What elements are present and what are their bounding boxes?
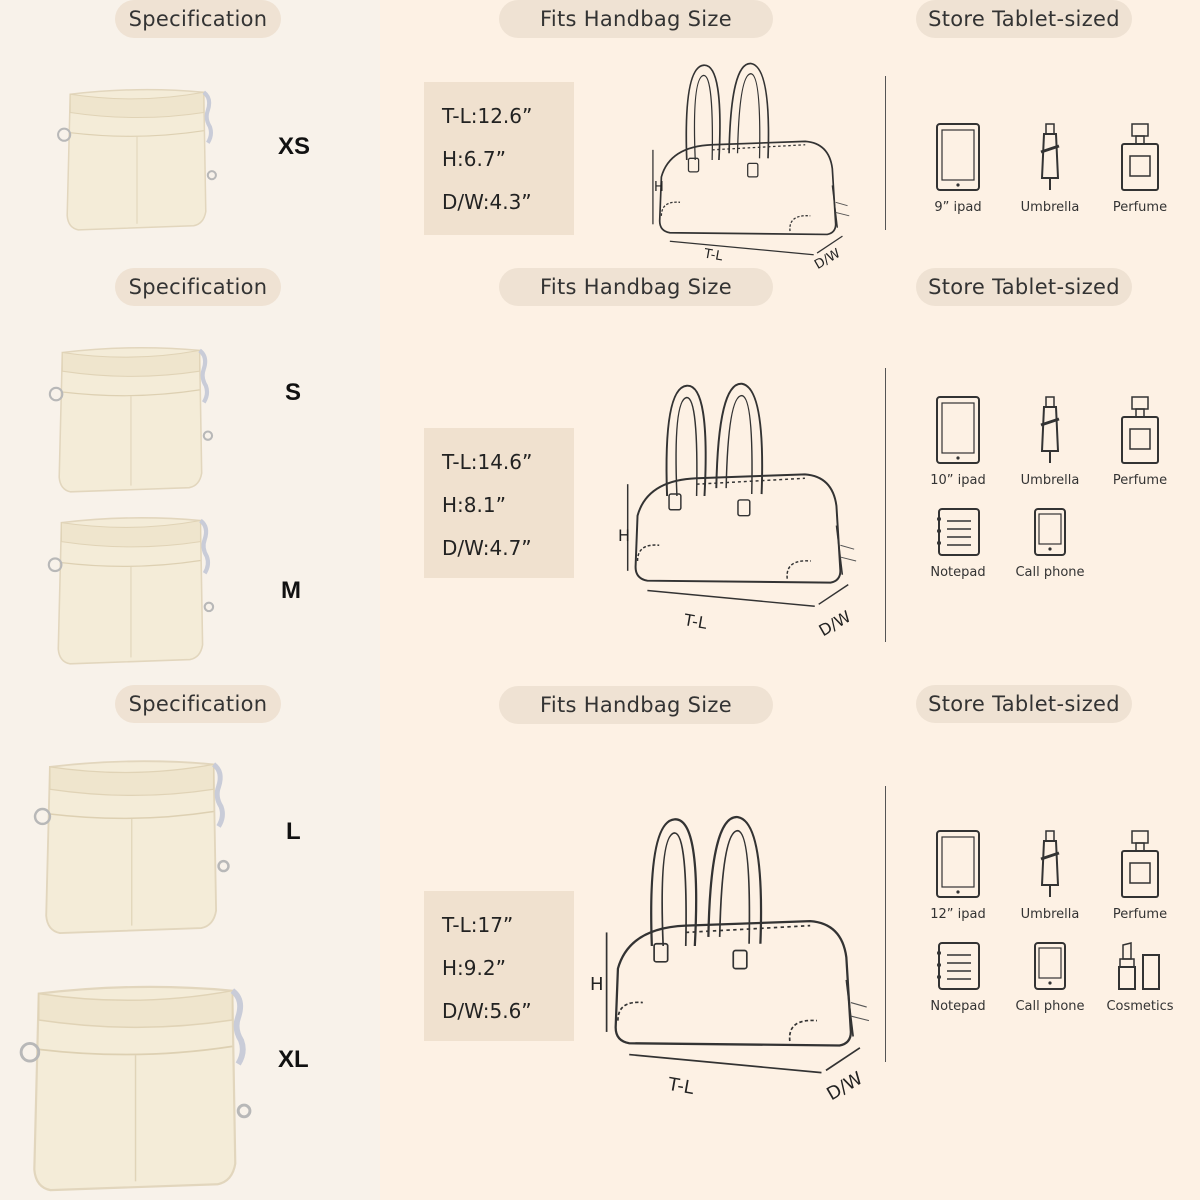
height-value: H:9.2” (442, 956, 506, 980)
item-umbrella: Umbrella (1005, 395, 1095, 488)
depth-width-value: D/W:5.6” (442, 999, 532, 1023)
store-title: Store Tablet-sized (916, 0, 1132, 38)
divider-line (885, 76, 886, 230)
organizer-insert-image (14, 752, 252, 938)
organizer-insert-image (8, 976, 266, 1196)
perfume-icon (1121, 396, 1159, 464)
height-value: H:6.7” (442, 147, 506, 171)
organizer-insert-image (52, 82, 224, 234)
tablet-icon (936, 123, 980, 191)
notepad-icon (937, 942, 980, 990)
store-title: Store Tablet-sized (916, 685, 1132, 723)
item-umbrella: Umbrella (1005, 829, 1095, 922)
spec-dimensions-box: T-L:17” H:9.2” D/W:5.6” (424, 891, 574, 1041)
store-title: Store Tablet-sized (916, 268, 1132, 306)
total-length-value: T-L:14.6” (442, 450, 533, 474)
spec-dimensions-box: T-L:12.6” H:6.7” D/W:4.3” (424, 82, 574, 235)
umbrella-icon (1040, 830, 1060, 897)
item-notepad: Notepad (913, 941, 1003, 1014)
specification-title: Specification (115, 685, 281, 723)
length-marker-label: T-L (666, 1073, 696, 1100)
item-phone: Call phone (1005, 507, 1095, 580)
length-marker-label: T-L (682, 610, 709, 633)
size-label-xs: XS (278, 133, 311, 160)
specification-title: Specification (115, 0, 281, 38)
length-marker-label: T-L (702, 246, 724, 265)
phone-icon (1034, 508, 1066, 556)
handbag-diagram (605, 776, 878, 1074)
item-ipad: 12” ipad (913, 829, 1003, 922)
size-label-m: M (281, 577, 301, 604)
height-marker-label: H (654, 180, 664, 195)
size-label-s: S (285, 379, 302, 406)
handbag-diagram (626, 358, 864, 608)
umbrella-icon (1040, 123, 1060, 190)
handbag-diagram (652, 50, 856, 256)
tablet-icon (936, 830, 980, 898)
umbrella-icon (1040, 396, 1060, 463)
spec-dimensions-box: T-L:14.6” H:8.1” D/W:4.7” (424, 428, 574, 578)
item-perfume: Perfume (1095, 829, 1185, 922)
perfume-icon (1121, 830, 1159, 898)
phone-icon (1034, 942, 1066, 990)
item-ipad: 9” ipad (913, 122, 1003, 215)
organizer-insert-image (36, 510, 228, 668)
depth-width-value: D/W:4.3” (442, 190, 532, 214)
item-phone: Call phone (1005, 941, 1095, 1014)
fits-handbag-title: Fits Handbag Size (499, 686, 773, 724)
height-marker-label: H (618, 526, 631, 545)
item-umbrella: Umbrella (1005, 122, 1095, 215)
divider-line (885, 368, 886, 642)
perfume-icon (1121, 123, 1159, 191)
lipstick-icon (1118, 942, 1160, 990)
depth-width-value: D/W:4.7” (442, 536, 532, 560)
item-perfume: Perfume (1095, 395, 1185, 488)
fits-handbag-title: Fits Handbag Size (499, 268, 773, 306)
tablet-icon (936, 396, 980, 464)
size-label-l: L (286, 818, 301, 845)
total-length-value: T-L:12.6” (442, 104, 533, 128)
specification-title: Specification (115, 268, 281, 306)
item-notepad: Notepad (913, 507, 1003, 580)
size-label-xl: XL (278, 1046, 309, 1073)
notepad-icon (937, 508, 980, 556)
organizer-insert-image (38, 340, 226, 496)
height-value: H:8.1” (442, 493, 506, 517)
item-perfume: Perfume (1095, 122, 1185, 215)
item-cosmetics: Cosmetics (1095, 941, 1185, 1014)
item-ipad: 10” ipad (913, 395, 1003, 488)
height-marker-label: H (590, 974, 604, 995)
divider-line (885, 786, 886, 1062)
fits-handbag-title: Fits Handbag Size (499, 0, 773, 38)
total-length-value: T-L:17” (442, 913, 514, 937)
